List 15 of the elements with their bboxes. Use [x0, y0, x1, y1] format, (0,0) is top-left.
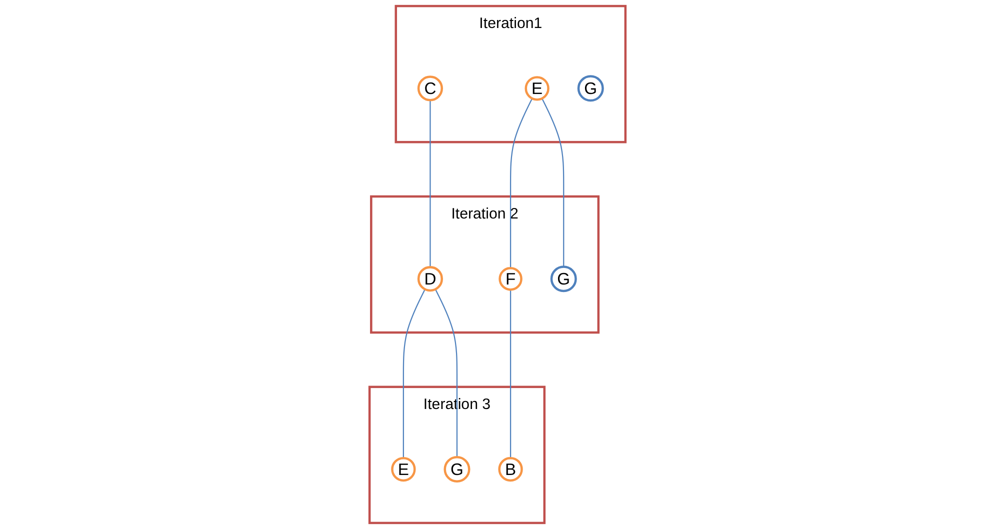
- connector: [434, 289, 458, 458]
- node-circle: F: [498, 266, 522, 291]
- node-circle: D: [417, 266, 443, 292]
- node-circle: B: [498, 456, 523, 482]
- node-circle: C: [417, 76, 443, 102]
- node-circle: G: [550, 266, 577, 292]
- node-circle: G: [444, 456, 470, 483]
- connector: [542, 98, 564, 267]
- connector: [430, 100, 431, 268]
- connector: [402, 289, 426, 458]
- node-circle: E: [524, 76, 550, 101]
- connector: [510, 290, 512, 458]
- connector: [510, 98, 533, 268]
- node-circle: E: [391, 456, 416, 482]
- node-circle: G: [577, 75, 604, 102]
